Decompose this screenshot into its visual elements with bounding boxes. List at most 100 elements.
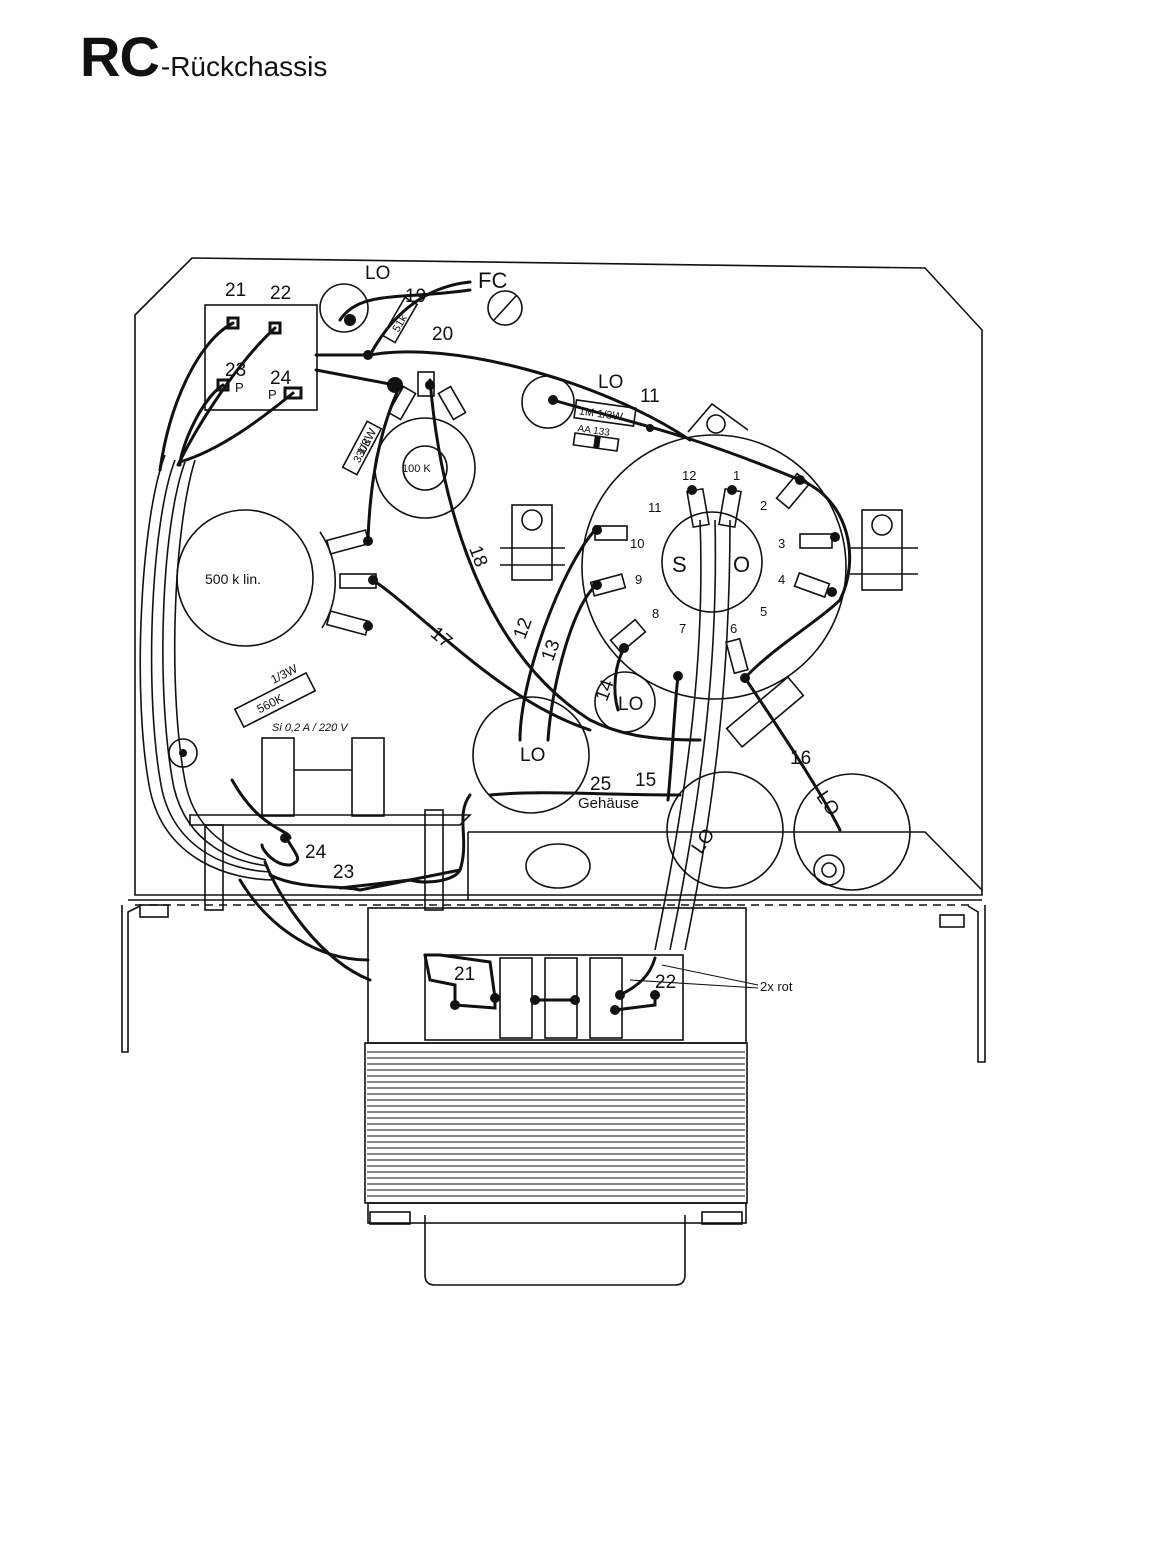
transformer-bell bbox=[424, 1215, 686, 1286]
transformer-core bbox=[364, 1042, 748, 1204]
nut-inner bbox=[821, 862, 837, 878]
transformer-terminal-board bbox=[424, 954, 684, 1041]
switch-pin-2: 2 bbox=[760, 498, 767, 513]
switch-pin-5: 5 bbox=[760, 604, 767, 619]
label-lo-14: LO bbox=[618, 694, 643, 715]
shield-plate-edge bbox=[468, 831, 983, 891]
pot-100k-shaft bbox=[402, 445, 448, 491]
lo-lug-11 bbox=[521, 375, 575, 429]
label-b24: 24 bbox=[305, 842, 327, 863]
label-lo-bottom: LO bbox=[520, 745, 545, 766]
right-screw bbox=[939, 914, 965, 928]
label-2x-rot: 2x rot bbox=[760, 979, 793, 994]
rotary-switch-rotor bbox=[661, 511, 763, 613]
fuse-cap-right bbox=[351, 737, 385, 817]
rot-leader-2 bbox=[629, 979, 759, 989]
pot-100k-lug-right bbox=[437, 385, 467, 421]
fc-screw-slot bbox=[493, 295, 517, 321]
label-lo-16: LO bbox=[812, 787, 844, 820]
label-pot-500k: 500 k lin. bbox=[205, 571, 261, 587]
switch-mount-hole bbox=[706, 414, 726, 434]
standoff-right bbox=[424, 809, 444, 911]
switch-pin-3: 3 bbox=[778, 536, 785, 551]
svg-text:560K: 560K bbox=[254, 691, 285, 716]
switch-label-s: S bbox=[672, 552, 687, 577]
label-lo-top: LO bbox=[365, 263, 390, 284]
label-11: 11 bbox=[640, 386, 660, 407]
pot-500k-lug-1 bbox=[325, 529, 371, 555]
right-foot bbox=[967, 905, 986, 1063]
transformer-bolt-right bbox=[701, 1211, 743, 1225]
standoff-left bbox=[204, 824, 224, 911]
lo-lug-15 bbox=[666, 771, 784, 889]
diode-aa133: AA 133 bbox=[572, 423, 620, 452]
transformer-bottom-frame bbox=[367, 1202, 747, 1224]
cable-grommet bbox=[525, 843, 591, 889]
switch-lugs bbox=[589, 472, 833, 675]
transformer-bolt-left bbox=[369, 1211, 411, 1225]
label-24: 24 bbox=[270, 368, 292, 389]
label-25: 25 bbox=[590, 774, 611, 795]
label-b23: 23 bbox=[333, 862, 354, 883]
page-title: RC-Rückchassis bbox=[80, 24, 327, 89]
cable-bundle-left bbox=[139, 454, 276, 881]
label-b21: 21 bbox=[454, 964, 475, 985]
switch-pin-7: 7 bbox=[679, 621, 686, 636]
solder-dots bbox=[280, 314, 840, 1015]
switch-mount-tab bbox=[687, 402, 749, 433]
fuse-holder-plate bbox=[189, 814, 472, 826]
pot-500k-lug-ring bbox=[319, 531, 337, 629]
switch-pin-10: 10 bbox=[630, 536, 644, 551]
fuse-cap-left bbox=[261, 737, 295, 817]
chassis-outline bbox=[134, 257, 983, 896]
switch-pin-6: 6 bbox=[730, 621, 737, 636]
terminal-strip-left-screw bbox=[521, 509, 543, 531]
switch-pin-11: 11 bbox=[648, 500, 662, 515]
label-22: 22 bbox=[270, 283, 291, 304]
transformer-laminations bbox=[367, 1051, 745, 1197]
terminal-strip-left bbox=[511, 504, 553, 581]
switch-pins: 1 2 3 4 5 6 7 8 9 10 11 12 bbox=[630, 468, 785, 636]
left-screw bbox=[139, 904, 169, 918]
label-p1: P bbox=[235, 380, 244, 395]
cable-bundle-switch bbox=[654, 519, 731, 951]
terminal-block bbox=[204, 304, 318, 411]
label-12: 12 bbox=[510, 615, 537, 642]
switch-pin-4: 4 bbox=[778, 572, 785, 587]
label-pot-100k: 100 K bbox=[402, 463, 431, 475]
pot-500k-lug-3 bbox=[325, 610, 371, 636]
label-15: 15 bbox=[635, 770, 656, 791]
block-pin-21 bbox=[226, 316, 240, 330]
switch-pin-8: 8 bbox=[652, 606, 659, 621]
switch-bracket bbox=[725, 675, 805, 749]
nut bbox=[813, 854, 845, 886]
switch-label-o: O bbox=[733, 552, 750, 577]
rotary-switch-outer bbox=[581, 434, 847, 700]
switch-pin-12: 12 bbox=[682, 468, 696, 483]
terminal-strip-right-screw bbox=[871, 514, 893, 536]
lo-lug-top bbox=[319, 283, 369, 333]
block-pin-24 bbox=[283, 386, 303, 400]
terminal-strip-right bbox=[861, 509, 903, 591]
rot-leader-1 bbox=[661, 964, 759, 986]
svg-text:AA 133: AA 133 bbox=[577, 423, 611, 438]
block-pin-22 bbox=[268, 321, 282, 335]
label-fc: FC bbox=[478, 268, 507, 293]
label-lo-11: LO bbox=[598, 372, 623, 393]
switch-pin-1: 1 bbox=[733, 468, 740, 483]
fc-screw bbox=[487, 290, 523, 326]
label-13w-b: 1/3W bbox=[268, 661, 300, 686]
left-foot bbox=[121, 905, 141, 1053]
label-20: 20 bbox=[432, 324, 453, 345]
label-p2: P bbox=[268, 387, 277, 402]
label-21: 21 bbox=[225, 280, 246, 301]
wires bbox=[158, 280, 852, 1012]
transformer-lug-1 bbox=[499, 957, 533, 1039]
switch-pin-9: 9 bbox=[635, 572, 642, 587]
label-gehause: Gehäuse bbox=[578, 795, 639, 812]
label-13w-a: 1/3W bbox=[354, 425, 380, 457]
title-rc: RC bbox=[80, 25, 160, 88]
title-ruckchassis: -Rückchassis bbox=[160, 51, 328, 82]
label-fuse: Si 0,2 A / 220 V bbox=[272, 722, 349, 734]
lo-lug-bottom bbox=[472, 696, 590, 814]
